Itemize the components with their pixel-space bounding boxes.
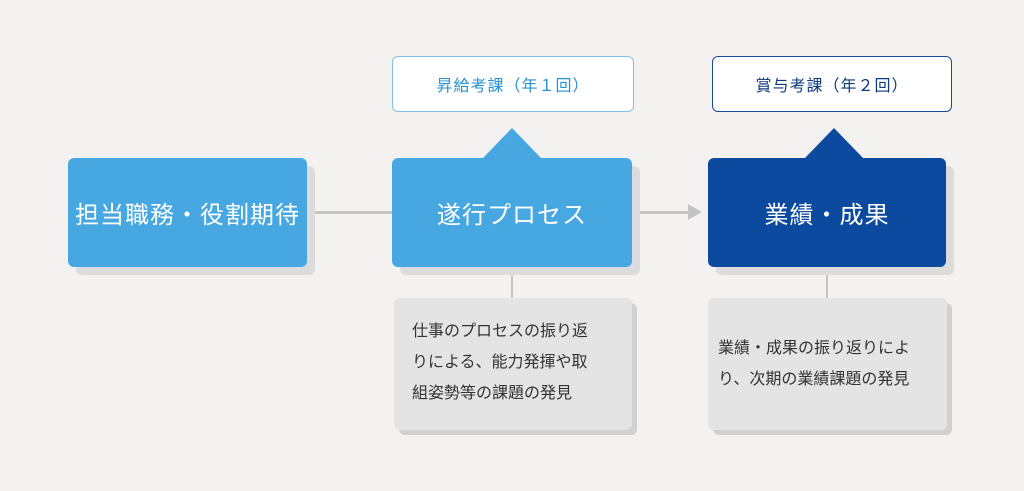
node-execution-process: 遂行プロセス	[392, 158, 632, 267]
connector-process-note	[511, 268, 513, 298]
note-results: 業績・成果の振り返りによ り、次期の業績課題の発見	[708, 298, 947, 430]
note-process-line-3: 組姿勢等の課題の発見	[412, 383, 573, 402]
connector-process-results	[632, 211, 692, 214]
node-results-label: 業績・成果	[764, 201, 890, 229]
note-process: 仕事のプロセスの振り返 りによる、能力発揮や取 組姿勢等の課題の発見	[394, 298, 632, 430]
connector-results-note	[826, 268, 828, 298]
caption-promotion-label: 昇給考課（年１回）	[436, 76, 590, 95]
note-results-line-1: 業績・成果の振り返りによ	[718, 338, 911, 357]
node-results: 業績・成果	[708, 158, 946, 267]
note-results-line-2: り、次期の業績課題の発見	[718, 369, 910, 388]
note-process-line-2: りによる、能力発揮や取	[412, 352, 588, 371]
arrow-icon	[688, 204, 702, 220]
caption-bonus-appraisal: 賞与考課（年２回）	[712, 56, 952, 112]
node-process-label: 遂行プロセス	[437, 201, 587, 229]
node-role-label: 担当職務・役割期待	[75, 201, 300, 229]
connector-role-process	[307, 211, 392, 214]
note-process-line-1: 仕事のプロセスの振り返	[412, 321, 589, 340]
caption-bonus-label: 賞与考課（年２回）	[755, 76, 909, 95]
results-pointer-triangle	[804, 128, 864, 159]
process-pointer-triangle	[482, 128, 542, 159]
node-role-expectation: 担当職務・役割期待	[68, 158, 307, 267]
caption-promotion-appraisal: 昇給考課（年１回）	[392, 56, 634, 112]
